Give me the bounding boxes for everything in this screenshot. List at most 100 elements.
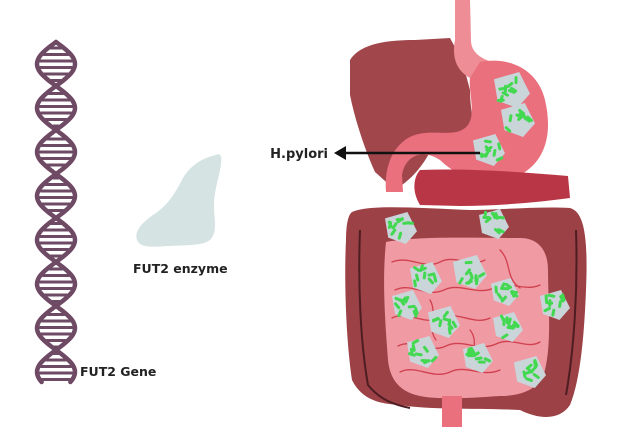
bacterium xyxy=(500,282,506,290)
bacterium xyxy=(396,217,404,224)
bacterium xyxy=(497,142,502,151)
bacterium xyxy=(472,351,480,358)
bacterium xyxy=(494,212,499,220)
bacteria-patch xyxy=(407,336,439,368)
bacterium xyxy=(506,81,514,89)
bacterium xyxy=(414,352,423,357)
bacterium xyxy=(432,317,440,322)
bacterium xyxy=(391,222,398,230)
bacterium xyxy=(498,86,507,91)
bacterium xyxy=(474,274,478,283)
esophagus xyxy=(453,0,500,78)
bacterium xyxy=(468,271,474,280)
bacterium xyxy=(407,304,416,309)
bacterium xyxy=(411,339,420,345)
bacterium xyxy=(397,231,403,240)
bacterium xyxy=(399,298,406,306)
bacterium xyxy=(508,114,513,123)
enzyme-blob-icon xyxy=(136,154,222,247)
bacterium xyxy=(482,215,491,219)
bacterium xyxy=(494,285,498,294)
bacterium xyxy=(497,228,505,234)
bacterium xyxy=(507,89,516,94)
bacterium xyxy=(451,320,458,328)
bacterium xyxy=(408,352,416,357)
bacterium xyxy=(491,211,497,220)
bacterium xyxy=(523,116,531,123)
bacterium xyxy=(526,115,533,122)
bacterium xyxy=(509,86,518,93)
bacterium xyxy=(504,282,513,289)
dna-double-helix-icon xyxy=(34,39,78,385)
bacteria-patch xyxy=(491,278,519,306)
bacterium xyxy=(477,360,486,364)
bacterium xyxy=(504,126,512,133)
bacterium xyxy=(447,326,452,335)
bacterium xyxy=(512,320,520,328)
bacterium xyxy=(442,317,451,322)
pancreas xyxy=(414,169,570,206)
fut2-enzyme-label: FUT2 enzyme xyxy=(133,261,228,276)
bacterium xyxy=(390,228,397,236)
bacterium xyxy=(405,221,414,225)
bacterium xyxy=(526,367,534,374)
bacterium xyxy=(558,300,562,309)
bacterium xyxy=(438,319,443,328)
bacterium xyxy=(478,272,486,278)
bacterium xyxy=(464,260,473,265)
bacterium xyxy=(501,333,509,340)
bacterium xyxy=(430,355,438,363)
bacterium xyxy=(500,295,508,303)
bacterium xyxy=(561,293,566,302)
rectum xyxy=(442,396,462,427)
hpylori-label: H.pylori xyxy=(270,147,328,162)
bacterium xyxy=(465,279,473,285)
bacterium xyxy=(483,139,492,144)
fut2-gene-label: FUT2 Gene xyxy=(80,364,156,379)
bacterium xyxy=(496,98,505,103)
bacterium xyxy=(442,310,449,318)
bacterium xyxy=(414,306,419,315)
bacterium xyxy=(484,216,492,224)
bacteria-patch xyxy=(428,306,460,338)
bacterium xyxy=(543,306,551,313)
bacterium xyxy=(404,295,410,304)
bacterium xyxy=(415,273,420,282)
hpylori-arrow xyxy=(334,146,480,160)
dna-strand-a xyxy=(34,39,78,385)
bacterium xyxy=(544,294,548,303)
bacterium xyxy=(467,347,474,355)
bacterium xyxy=(545,301,554,305)
bacterium xyxy=(496,292,503,300)
bacterium xyxy=(465,352,474,357)
bacterium xyxy=(422,271,427,280)
bacterium xyxy=(484,145,492,153)
bacterium xyxy=(514,76,518,85)
bacterium xyxy=(507,324,516,330)
bacterium xyxy=(502,317,506,326)
bacterium xyxy=(413,279,417,288)
bacterium xyxy=(464,268,471,276)
dna-strand-b xyxy=(34,39,78,385)
bacterium xyxy=(547,293,556,298)
bacterium xyxy=(412,309,418,318)
bacterium xyxy=(387,221,393,229)
bacterium xyxy=(397,309,403,318)
bacteria-colonies xyxy=(385,72,570,388)
bacterium xyxy=(532,373,540,379)
bacterium xyxy=(493,228,501,235)
bacterium xyxy=(496,215,505,220)
bacterium xyxy=(533,359,539,367)
bacterium xyxy=(411,343,416,352)
bacterium xyxy=(420,358,429,363)
bacterium xyxy=(413,266,421,272)
bacterium xyxy=(427,277,435,285)
bacterium xyxy=(501,91,510,97)
bacterium xyxy=(525,377,533,382)
bacterium xyxy=(393,302,401,310)
bacterium xyxy=(433,274,438,283)
bacterium xyxy=(510,289,516,298)
bacterium xyxy=(551,308,556,317)
bacterium xyxy=(517,114,524,121)
